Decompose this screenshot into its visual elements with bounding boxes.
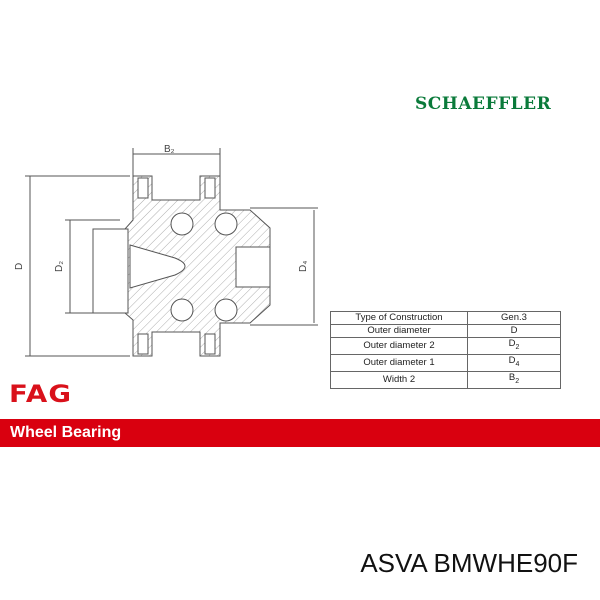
category-label: Wheel Bearing (10, 424, 122, 441)
svg-text:D: D (14, 263, 25, 270)
bearing-cross-section-drawing: B₂ D D₂ D₄ (14, 144, 318, 357)
dim-label-b2: B₂ (164, 144, 175, 155)
part-number: ASVA BMWHE90F (360, 548, 578, 578)
category-banner: Wheel Bearing (0, 419, 600, 447)
schaeffler-logo: SCHAEFFLER (415, 94, 552, 114)
svg-text:D₂: D₂ (54, 261, 65, 272)
svg-text:D₄: D₄ (298, 261, 309, 272)
fag-logo: FAG (9, 380, 73, 408)
